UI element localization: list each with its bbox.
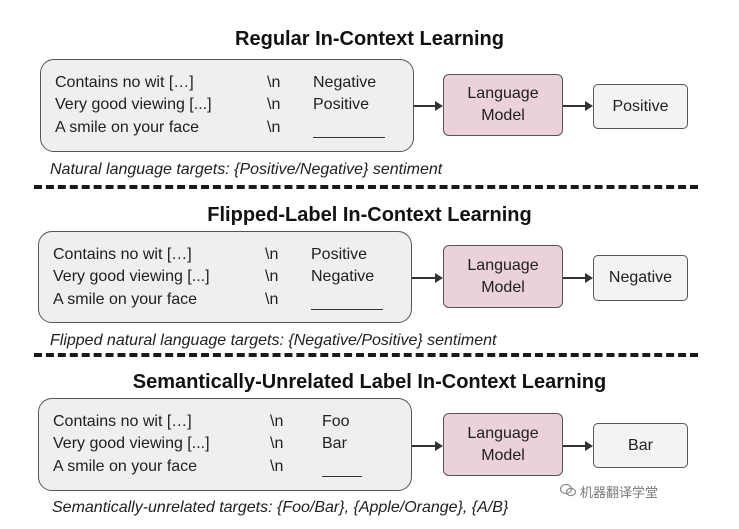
- prompt-text: Very good viewing [...]: [55, 96, 212, 113]
- prompt-box: Contains no wit […] \n Foo Very good vie…: [38, 398, 412, 491]
- prompt-text: A smile on your face: [53, 458, 198, 475]
- answer-blank: [311, 295, 383, 310]
- prompt-box: Contains no wit […] \n Negative Very goo…: [40, 59, 414, 152]
- prompt-row: Very good viewing [...] \n Bar: [39, 435, 411, 457]
- newline-token: \n: [270, 413, 284, 430]
- caption: Natural language targets: {Positive/Nega…: [50, 161, 443, 178]
- wechat-icon: [559, 483, 577, 500]
- dashed-divider: [34, 353, 698, 357]
- prompt-text: A smile on your face: [53, 291, 198, 308]
- prompt-row: A smile on your face \n: [39, 291, 411, 313]
- section-title: Semantically-Unrelated Label In-Context …: [132, 371, 607, 393]
- prompt-text: Contains no wit […]: [53, 413, 192, 430]
- dashed-divider: [34, 185, 698, 189]
- newline-token: \n: [270, 435, 284, 452]
- model-label-line: Language: [467, 424, 539, 442]
- prompt-box: Contains no wit […] \n Positive Very goo…: [38, 231, 412, 323]
- arrow-icon: [414, 100, 443, 112]
- newline-token: \n: [267, 96, 281, 113]
- answer-blank: [313, 123, 385, 138]
- arrow-icon: [563, 272, 593, 284]
- section-title: Regular In-Context Learning: [235, 28, 504, 50]
- prompt-label: Positive: [311, 246, 368, 263]
- prompt-label: Foo: [322, 413, 350, 430]
- prompt-label: Positive: [313, 96, 370, 113]
- prompt-text: Very good viewing [...]: [53, 268, 210, 285]
- newline-token: \n: [267, 74, 281, 91]
- newline-token: \n: [265, 246, 279, 263]
- output-box: Positive: [593, 84, 688, 129]
- watermark: 机器翻译学堂: [559, 482, 659, 501]
- prompt-row: Contains no wit […] \n Negative: [41, 74, 413, 96]
- section-title: Flipped-Label In-Context Learning: [207, 204, 532, 226]
- prompt-text: Contains no wit […]: [53, 246, 192, 263]
- arrow-icon: [563, 440, 593, 452]
- newline-token: \n: [265, 268, 279, 285]
- arrow-icon: [563, 100, 593, 112]
- prompt-text: A smile on your face: [55, 119, 200, 136]
- prompt-label: Bar: [322, 435, 347, 452]
- output-box: Bar: [593, 423, 688, 468]
- newline-token: \n: [265, 291, 279, 308]
- model-label-line: Language: [467, 256, 539, 274]
- prompt-text: Very good viewing [...]: [53, 435, 210, 452]
- watermark-text: 机器翻译学堂: [580, 485, 659, 500]
- caption: Semantically-unrelated targets: {Foo/Bar…: [52, 499, 509, 516]
- model-label-line: Model: [481, 107, 525, 124]
- prompt-label: Negative: [311, 268, 375, 285]
- prompt-row: A smile on your face \n: [41, 119, 413, 141]
- arrow-icon: [412, 440, 443, 452]
- prompt-row: Contains no wit […] \n Positive: [39, 246, 411, 268]
- model-label-line: Language: [467, 85, 539, 102]
- model-label-line: Model: [481, 278, 525, 296]
- model-label-line: Model: [481, 446, 525, 464]
- output-box: Negative: [593, 255, 688, 301]
- prompt-row: Contains no wit […] \n Foo: [39, 413, 411, 435]
- prompt-label: Negative: [313, 74, 377, 91]
- caption: Flipped natural language targets: {Negat…: [50, 332, 497, 349]
- prompt-row: Very good viewing [...] \n Positive: [41, 96, 413, 118]
- prompt-row: A smile on your face \n: [39, 458, 411, 480]
- answer-blank: [322, 462, 362, 477]
- prompt-row: Very good viewing [...] \n Negative: [39, 268, 411, 290]
- newline-token: \n: [270, 458, 284, 475]
- prompt-text: Contains no wit […]: [55, 74, 194, 91]
- arrow-icon: [412, 272, 443, 284]
- newline-token: \n: [267, 119, 281, 136]
